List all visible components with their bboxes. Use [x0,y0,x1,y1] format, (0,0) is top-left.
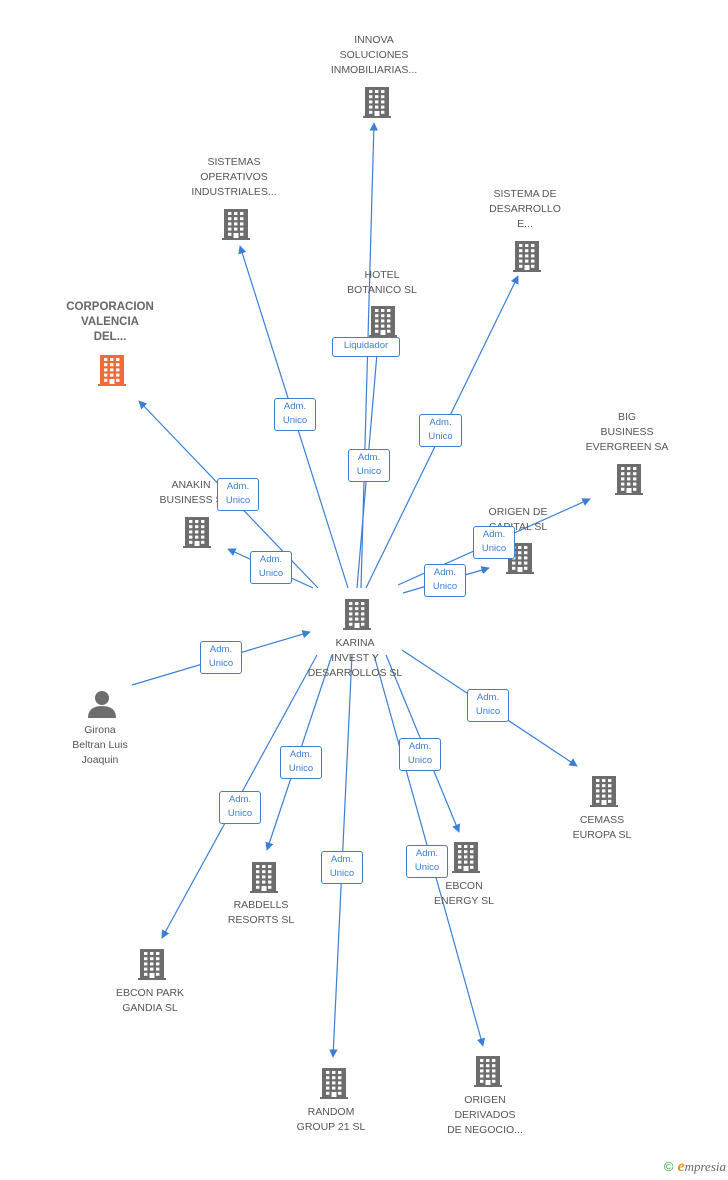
node-label-girona[interactable]: Girona Beltran Luis Joaquin [72,724,128,766]
edge-label-hotel[interactable]: Liquidador [332,337,400,357]
edge-label-anakin[interactable]: Adm. Unico [250,551,292,584]
person-icon[interactable] [88,691,116,718]
building-icon[interactable] [474,1056,502,1087]
edge-label-random[interactable]: Adm. Unico [321,851,363,884]
node-label-random[interactable]: RANDOM GROUP 21 SL [296,1106,366,1133]
nodes-layer [88,87,643,1099]
node-label-innova[interactable]: INNOVA SOLUCIONES INMOBILIARIAS... [330,34,418,76]
node-label-sistema_des[interactable]: SISTEMA DE DESARROLLO E... [489,188,561,230]
node-label-hotel[interactable]: HOTEL BOTANICO SL [347,269,417,296]
edge-label-karina[interactable]: Adm. Unico [200,641,242,674]
building-icon[interactable] [320,1068,348,1099]
node-label-sistemas_op[interactable]: SISTEMAS OPERATIVOS INDUSTRIALES... [191,156,277,198]
edge-label-rabdells[interactable]: Adm. Unico [280,746,322,779]
footer-brand: ©empresia [664,1158,726,1176]
building-icon[interactable] [343,599,371,630]
node-label-karina[interactable]: KARINA INVEST Y DESARROLLOS SL [307,637,403,679]
building-icon[interactable] [98,355,126,386]
copyright-icon: © [663,1159,674,1174]
node-label-ebcon_energy[interactable]: EBCON ENERGY SL [434,880,494,907]
node-label-big[interactable]: BIG BUSINESS EVERGREEN SA [585,411,669,453]
edge-label-sistemas_op[interactable]: Adm. Unico [274,398,316,431]
edge-label-innova[interactable]: Adm. Unico [348,449,390,482]
edge-label-cemass[interactable]: Adm. Unico [467,689,509,722]
building-icon[interactable] [513,241,541,272]
building-icon[interactable] [615,464,643,495]
building-icon[interactable] [452,842,480,873]
building-icon[interactable] [363,87,391,118]
edge-label-ebcon_energy[interactable]: Adm. Unico [399,738,441,771]
edge-label-corporacion[interactable]: Adm. Unico [217,478,259,511]
building-icon[interactable] [138,949,166,980]
edge-label-origen_cap[interactable]: Adm. Unico [424,564,466,597]
building-icon[interactable] [590,776,618,807]
building-icon[interactable] [369,306,397,337]
node-label-rabdells[interactable]: RABDELLS RESORTS SL [227,899,295,926]
edge-label-origen_der[interactable]: Adm. Unico [406,845,448,878]
node-label-ebcon_park[interactable]: EBCON PARK GANDIA SL [115,987,185,1014]
building-icon[interactable] [250,862,278,893]
node-label-cemass[interactable]: CEMASS EUROPA SL [572,814,632,841]
building-icon[interactable] [222,209,250,240]
building-icon[interactable] [183,517,211,548]
edge-label-sistema_des[interactable]: Adm. Unico [419,414,462,447]
node-label-corporacion[interactable]: CORPORACION VALENCIA DEL... [66,301,154,343]
edge-label-ebcon_park[interactable]: Adm. Unico [219,791,261,824]
edge-label-big[interactable]: Adm. Unico [473,526,515,559]
node-label-origen_der[interactable]: ORIGEN DERIVADOS DE NEGOCIO... [447,1094,523,1136]
brand-logo: empresia [677,1158,726,1175]
